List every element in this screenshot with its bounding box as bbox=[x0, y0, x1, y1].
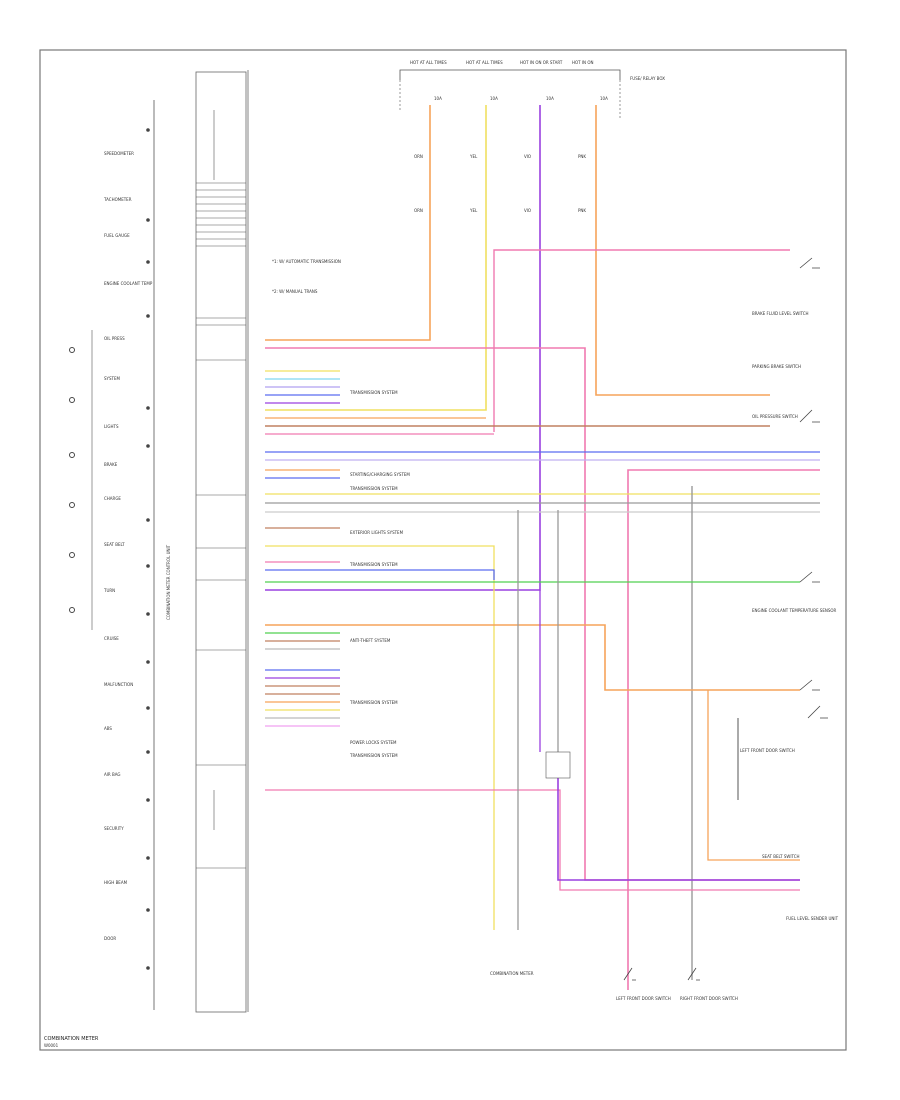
wire-code: YEL bbox=[469, 154, 478, 159]
connection-label: TRANSMISSION SYSTEM bbox=[349, 753, 398, 758]
indicator-label: MALFUNCTION bbox=[104, 682, 133, 687]
wire-code: PNK bbox=[578, 154, 586, 159]
connection-label: ANTI-THEFT SYSTEM bbox=[350, 638, 391, 643]
right-components: BRAKE FLUID LEVEL SWITCH PARKING BRAKE S… bbox=[545, 257, 839, 981]
fuse-head: HOT AT ALL TIMES bbox=[410, 60, 447, 65]
connection-label: TRANSMISSION SYSTEM bbox=[349, 700, 398, 705]
wire-code: ORN bbox=[414, 154, 423, 159]
footer-code: W0001 bbox=[44, 1043, 59, 1048]
wire-code: YEL bbox=[469, 208, 478, 213]
wire-pink-door bbox=[627, 469, 820, 990]
wire-code: VIO bbox=[524, 154, 531, 159]
indicator-label: AIR BAG bbox=[104, 772, 120, 777]
indicator-label: TURN bbox=[103, 588, 115, 593]
indicator-label: SYSTEM bbox=[104, 376, 120, 381]
connection-label: TRANSMISSION SYSTEM bbox=[349, 486, 398, 491]
wire-pink-top bbox=[493, 249, 790, 432]
note-2: *2: W/ MANUAL TRANS bbox=[272, 289, 318, 294]
note-1: *1: W/ AUTOMATIC TRANSMISSION bbox=[272, 259, 341, 264]
connection-label: EXTERIOR LIGHTS SYSTEM bbox=[350, 530, 404, 535]
control-unit-box bbox=[195, 71, 247, 1013]
fuse-rating: 10A bbox=[600, 96, 608, 101]
fuse-head: HOT IN ON bbox=[572, 60, 593, 65]
connection-label: TRANSMISSION SYSTEM bbox=[349, 562, 398, 567]
bottom-component: COMBINATION METER bbox=[490, 971, 534, 976]
connection-label: TRANSMISSION SYSTEM bbox=[349, 390, 398, 395]
connection-label: STARTING/CHARGING SYSTEM bbox=[350, 472, 410, 477]
wire-code: PNK bbox=[578, 208, 586, 213]
fuse-rating: 10A bbox=[434, 96, 442, 101]
component-label: ENGINE COOLANT TEMPERATURE SENSOR bbox=[752, 608, 837, 613]
wire-code: ORN bbox=[414, 208, 423, 213]
wire-harness-run bbox=[265, 569, 495, 580]
wire-orange-seatbelt bbox=[707, 690, 800, 861]
bottom-component: RIGHT FRONT DOOR SWITCH bbox=[680, 996, 738, 1001]
wire-yellow-feed bbox=[265, 105, 487, 411]
wire-orange-coolant bbox=[265, 624, 800, 691]
indicator-label: HIGH BEAM bbox=[104, 880, 128, 885]
wire-purple-bottom bbox=[557, 778, 800, 881]
wire-harness bbox=[265, 105, 820, 990]
left-indicators: SPEEDOMETER TACHOMETER FUEL GAUGE ENGINE… bbox=[103, 151, 153, 941]
indicator-label: ENGINE COOLANT TEMP bbox=[104, 281, 153, 286]
fuse-head: HOT AT ALL TIMES bbox=[466, 60, 503, 65]
component-label: PARKING BRAKE SWITCH bbox=[752, 364, 801, 369]
fuse-rating: 10A bbox=[546, 96, 554, 101]
component-label: FUEL LEVEL SENDER UNIT bbox=[786, 916, 839, 921]
component-label: LEFT FRONT DOOR SWITCH bbox=[740, 748, 795, 753]
indicator-label: SPEEDOMETER bbox=[104, 151, 134, 156]
indicator-label: LIGHTS bbox=[104, 424, 119, 429]
indicator-label: CHARGE bbox=[104, 496, 121, 501]
bottom-component: LEFT FRONT DOOR SWITCH bbox=[616, 996, 671, 1001]
component-label: BRAKE FLUID LEVEL SWITCH bbox=[752, 311, 809, 316]
indicator-label: SECURITY bbox=[104, 826, 124, 831]
fuse-rating: 10A bbox=[490, 96, 498, 101]
indicator-label: TACHOMETER bbox=[103, 197, 132, 202]
component-label: SEAT BELT SWITCH bbox=[762, 854, 800, 859]
connection-labels: TRANSMISSION SYSTEM STARTING/CHARGING SY… bbox=[349, 390, 410, 758]
diagram-frame bbox=[39, 49, 847, 1051]
connection-label: POWER LOCKS SYSTEM bbox=[350, 740, 397, 745]
wire-orange-feed bbox=[265, 105, 431, 341]
vertical-unit-label: COMBINATION METER CONTROL UNIT bbox=[166, 544, 171, 620]
left-bulbs bbox=[69, 128, 150, 970]
wire-pink-bottom bbox=[265, 789, 800, 891]
fuse-head: HOT IN ON OR START bbox=[520, 60, 563, 65]
indicator-label: OIL PRESS bbox=[104, 336, 125, 341]
wire-orange-right bbox=[595, 105, 770, 396]
wire-code: VIO bbox=[524, 208, 531, 213]
indicator-label: BRAKE bbox=[104, 462, 118, 467]
indicator-label: DOOR bbox=[104, 936, 116, 941]
fuse-block-label: FUSE/ RELAY BOX bbox=[630, 76, 665, 81]
footer-title: COMBINATION METER bbox=[44, 1036, 99, 1042]
indicator-label: FUEL GAUGE bbox=[104, 233, 130, 238]
unit-taps bbox=[196, 110, 246, 869]
indicator-label: CRUISE bbox=[104, 636, 119, 641]
indicator-label: ABS bbox=[104, 726, 112, 731]
wire-yellow-down bbox=[265, 545, 495, 930]
component-label: OIL PRESSURE SWITCH bbox=[752, 414, 798, 419]
fuse-block: HOT AT ALL TIMES HOT AT ALL TIMES HOT IN… bbox=[399, 60, 665, 213]
indicator-label: SEAT BELT bbox=[104, 542, 125, 547]
